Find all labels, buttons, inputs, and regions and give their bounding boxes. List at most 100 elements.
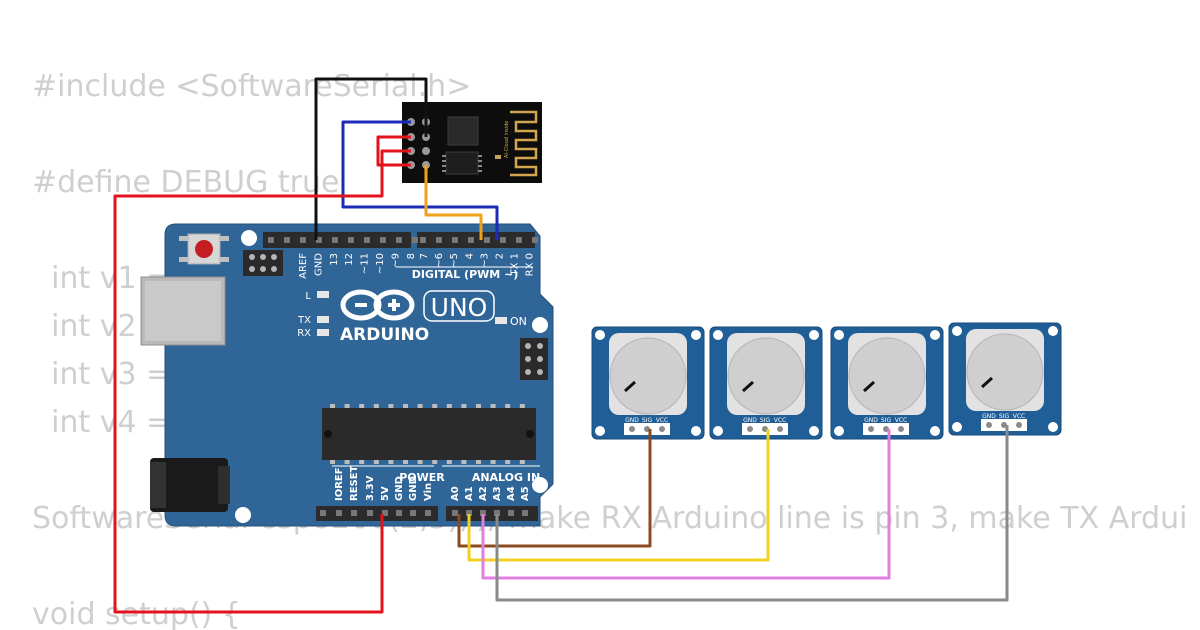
pin-hole[interactable] [436, 237, 442, 243]
reset-button[interactable] [179, 233, 229, 265]
pin-hole[interactable] [500, 237, 506, 243]
mounting-hole [691, 426, 701, 436]
wire-pot1-signal[interactable] [457, 429, 652, 548]
pin-hole[interactable] [396, 510, 402, 516]
pot-knob[interactable] [727, 337, 805, 415]
pin-hole[interactable] [396, 237, 402, 243]
pin-hole[interactable] [300, 237, 306, 243]
pot-pin[interactable] [868, 426, 874, 432]
wire-pot2-signal[interactable] [467, 429, 770, 562]
digital-header[interactable] [263, 232, 538, 248]
antenna-icon [510, 110, 538, 177]
mounting-hole [952, 422, 962, 432]
pot-knob[interactable] [609, 337, 687, 415]
pin-hole[interactable] [420, 237, 426, 243]
chip-leg [505, 404, 511, 408]
icsp-header-right [520, 338, 548, 380]
pin-hole[interactable] [410, 510, 416, 516]
analog-pin-label: A5 [520, 486, 531, 501]
power-label: POWER [399, 471, 445, 484]
digital-header-label: DIGITAL (PWM ~) [412, 268, 519, 281]
wire-pot4-signal[interactable] [495, 425, 1009, 602]
code-line-setup: void setup() { [32, 597, 241, 630]
pin-hole[interactable] [382, 510, 388, 516]
pin-hole[interactable] [316, 237, 322, 243]
wire-power-5v[interactable] [113, 149, 411, 614]
pot-knob-indicator [862, 380, 876, 393]
pin-hole[interactable] [336, 510, 342, 516]
pot-knob[interactable] [848, 337, 926, 415]
pin-hole[interactable] [367, 510, 373, 516]
pot-pin[interactable] [986, 422, 992, 428]
pot-pin-label: SIG [881, 417, 892, 424]
chip-leg [461, 404, 467, 408]
pin-hole[interactable] [508, 510, 514, 516]
led-rx: RX [297, 328, 329, 339]
arduino-logo [340, 289, 415, 321]
pin-hole[interactable] [494, 510, 500, 516]
pin-hole[interactable] [284, 237, 290, 243]
pot-pin[interactable] [747, 426, 753, 432]
pin-hole[interactable] [468, 237, 474, 243]
chip-leg [446, 404, 452, 408]
digital-pin-label: 12 [344, 253, 355, 266]
pot-pin[interactable] [898, 426, 904, 432]
digital-pin-label: ~3 [479, 253, 490, 268]
pin-hole[interactable] [348, 237, 354, 243]
pin-hole[interactable] [351, 510, 357, 516]
pin-hole[interactable] [452, 510, 458, 516]
power-header[interactable] [316, 506, 438, 521]
pin-hole[interactable] [484, 237, 490, 243]
pot-pin-label: VCC [1013, 413, 1025, 420]
pin-hole[interactable] [380, 237, 386, 243]
esp01-module[interactable]: AI-Cloud inside [402, 102, 542, 183]
pot-pin[interactable] [777, 426, 783, 432]
wire-esp-rx[interactable] [424, 165, 483, 240]
pin-hole[interactable] [268, 237, 274, 243]
pin-hole[interactable] [516, 237, 522, 243]
pot-pin[interactable] [659, 426, 665, 432]
pot-pin[interactable] [1016, 422, 1022, 428]
pin-hole[interactable] [425, 510, 431, 516]
arduino-model: UNO [431, 293, 488, 322]
pin-hole[interactable] [532, 237, 538, 243]
pin-hole[interactable] [466, 510, 472, 516]
wire-esp-tx[interactable] [341, 120, 499, 240]
wire-pot3-signal[interactable] [481, 429, 891, 580]
chip-leg [446, 460, 452, 464]
wire-esp-vcc[interactable] [376, 135, 411, 167]
pin-hole[interactable] [522, 510, 528, 516]
chip-leg [344, 404, 350, 408]
esp8266-chip [447, 116, 479, 146]
mounting-hole [1048, 326, 1058, 336]
pin-hole[interactable] [332, 237, 338, 243]
pin-hole[interactable] [480, 510, 486, 516]
pot-pin-label: VCC [656, 417, 668, 424]
mounting-hole [595, 330, 605, 340]
pin-hole[interactable] [412, 237, 418, 243]
mounting-hole [235, 507, 251, 523]
pin-hole[interactable] [364, 237, 370, 243]
pot-knob[interactable] [966, 333, 1044, 411]
pin-hole[interactable] [452, 237, 458, 243]
analog-pin-label: A2 [478, 486, 489, 501]
smd-component [495, 155, 501, 159]
digital-pin-label: 8 [406, 253, 417, 259]
code-line-include: #include <SoftwareSerial.h> [32, 69, 472, 104]
pin-hole[interactable] [320, 510, 326, 516]
digital-pin-label: ~9 [390, 253, 401, 268]
pot-pin-label: VCC [774, 417, 786, 424]
pot-pin[interactable] [629, 426, 635, 432]
power-pin-label: Vin [423, 483, 434, 501]
wire-gnd[interactable] [314, 77, 428, 240]
led-tx: TX [297, 315, 329, 326]
mounting-hole [241, 230, 257, 246]
chip-leg [476, 404, 481, 408]
